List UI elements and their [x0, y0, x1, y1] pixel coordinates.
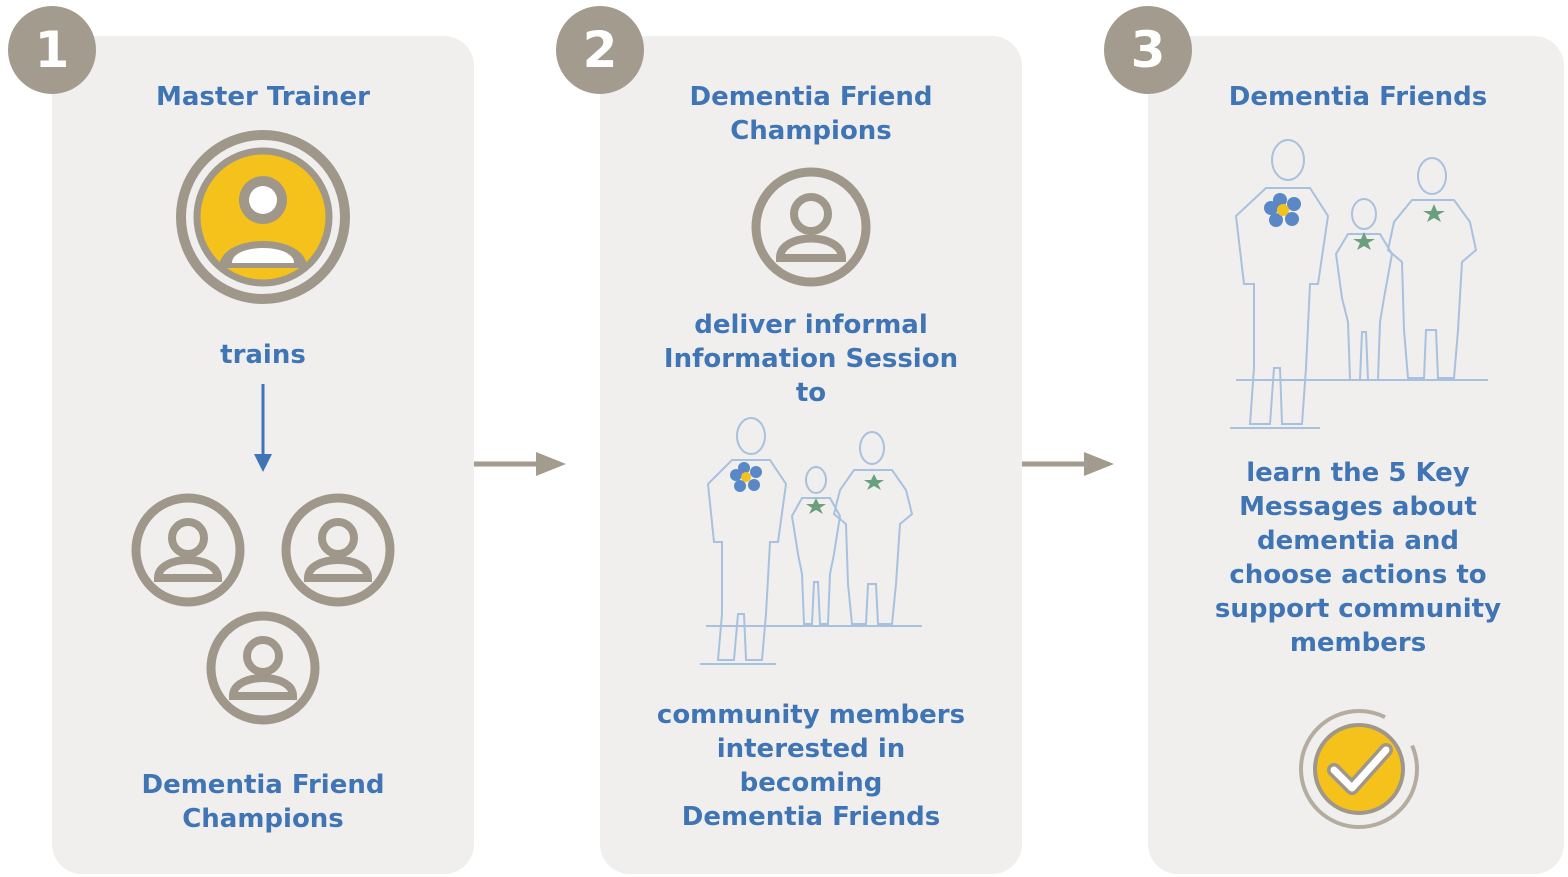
champion-person-icon — [751, 167, 871, 287]
step-2-badge: 2 — [556, 6, 644, 94]
down-arrow-icon — [254, 384, 272, 472]
step-2-audience: community members interested in becoming… — [656, 700, 966, 832]
forget-me-not-flower-icon — [1264, 193, 1301, 227]
right-arrow-icon — [1022, 452, 1114, 476]
step-3-badge: 3 — [1104, 6, 1192, 94]
checkmark-badge-icon — [1299, 709, 1419, 829]
step-2-action: deliver informal Information Session to — [663, 310, 959, 408]
champions-group-icon — [131, 493, 395, 725]
step-3-description: learn the 5 Key Messages about dementia … — [1214, 458, 1502, 658]
step-1-title: Master Trainer — [156, 82, 370, 112]
step-1-verb: trains — [220, 340, 306, 370]
step-1-badge: 1 — [8, 6, 96, 94]
step-2-title: Dementia Friend Champions — [689, 82, 933, 146]
master-trainer-icon — [176, 130, 350, 304]
step-1-result: Dementia Friend Champions — [141, 770, 385, 834]
people-group-icon — [700, 417, 922, 665]
dementia-friends-group-icon — [1230, 139, 1488, 429]
right-arrow-icon — [474, 452, 566, 476]
forget-me-not-flower-icon — [730, 462, 762, 492]
step-3-title: Dementia Friends — [1228, 82, 1488, 112]
